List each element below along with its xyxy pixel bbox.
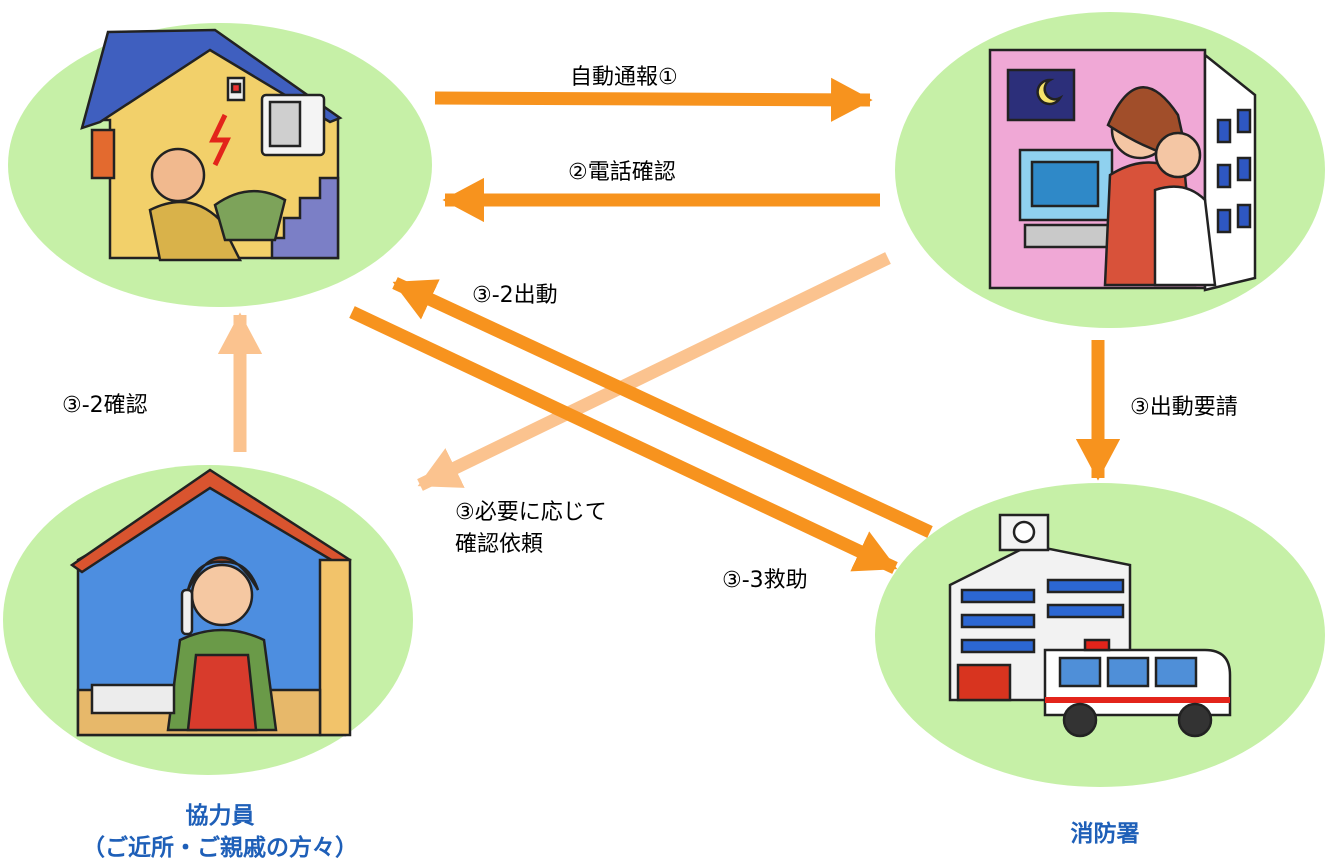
arrow-rescue-3 bbox=[349, 306, 898, 574]
label-confirm-request: ③必要に応じて 確認依頼 bbox=[455, 500, 607, 557]
helper-illustration bbox=[69, 468, 352, 737]
label-auto-report: 自動通報① bbox=[570, 65, 678, 90]
label-helper: 協力員 （ご近所・ご親戚の方々） bbox=[82, 803, 358, 861]
label-phone-check: ②電話確認 bbox=[568, 160, 676, 185]
center-illustration bbox=[988, 48, 1257, 292]
label-dispatch-2: ③-2出動 bbox=[472, 283, 558, 308]
fire-illustration bbox=[948, 513, 1232, 738]
arrow-confirm-request bbox=[417, 252, 891, 491]
label-rescue-3: ③-3救助 bbox=[722, 568, 808, 593]
arrow-auto-report bbox=[434, 77, 873, 122]
label-confirm-2: ③-2確認 bbox=[62, 393, 148, 418]
arrow-dispatch-2 bbox=[392, 277, 933, 538]
label-fire: 消防署 bbox=[1070, 821, 1140, 847]
label-dispatch-request: ③出動要請 bbox=[1130, 395, 1238, 420]
home-illustration bbox=[80, 28, 343, 262]
